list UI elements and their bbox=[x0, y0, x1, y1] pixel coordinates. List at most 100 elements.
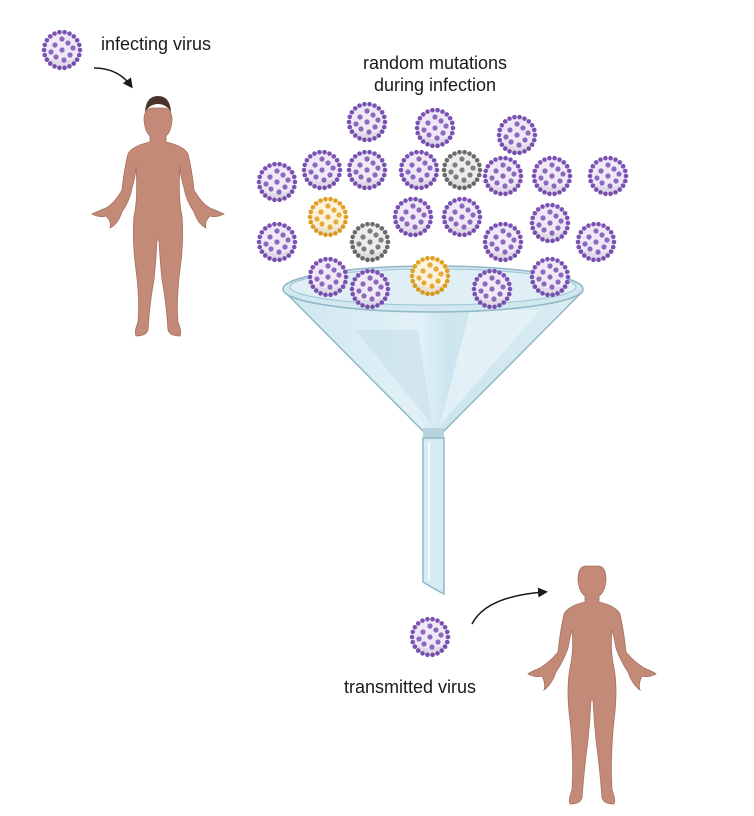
spike-protein bbox=[425, 109, 430, 114]
spike-protein bbox=[499, 122, 505, 128]
surface-protein bbox=[493, 234, 499, 240]
virus-shading bbox=[475, 291, 509, 308]
surface-protein bbox=[312, 162, 318, 168]
spike-protein bbox=[384, 244, 390, 250]
surface-protein bbox=[506, 232, 512, 238]
spike-protein bbox=[427, 219, 433, 225]
spike-protein bbox=[485, 229, 491, 235]
spike-protein bbox=[444, 629, 450, 635]
surface-protein bbox=[267, 174, 273, 180]
spike-protein bbox=[439, 621, 445, 626]
spike-protein bbox=[382, 119, 388, 125]
spike-protein bbox=[608, 191, 613, 197]
surface-protein bbox=[506, 166, 512, 172]
spike-protein bbox=[535, 207, 541, 212]
surface-protein bbox=[325, 203, 331, 209]
spike-protein bbox=[517, 150, 522, 156]
spike-protein bbox=[435, 651, 440, 656]
spike-protein bbox=[471, 154, 477, 159]
surface-protein bbox=[357, 114, 363, 120]
spike-protein bbox=[471, 228, 477, 233]
spike-protein bbox=[547, 155, 552, 161]
spike-protein bbox=[289, 249, 295, 255]
spike-protein bbox=[384, 291, 390, 297]
surface-protein bbox=[500, 162, 506, 168]
spike-protein bbox=[379, 273, 385, 278]
spike-protein bbox=[413, 196, 418, 202]
spike-protein bbox=[381, 124, 387, 130]
surface-protein bbox=[461, 177, 467, 183]
spike-protein bbox=[379, 177, 385, 183]
virus-shading bbox=[413, 639, 447, 656]
surface-protein bbox=[370, 160, 376, 166]
spike-protein bbox=[593, 187, 599, 192]
spike-protein bbox=[352, 106, 358, 111]
spike-protein bbox=[531, 173, 537, 179]
surface-protein bbox=[500, 173, 506, 179]
spike-protein bbox=[379, 226, 385, 231]
spike-protein bbox=[442, 219, 448, 225]
surface-protein bbox=[438, 118, 444, 124]
surface-protein bbox=[557, 178, 563, 184]
surface-protein bbox=[427, 273, 433, 279]
surface-protein bbox=[452, 162, 458, 168]
surface-protein bbox=[367, 275, 373, 281]
spike-protein bbox=[362, 101, 367, 107]
spike-protein bbox=[499, 142, 505, 148]
surface-protein bbox=[598, 168, 604, 174]
spike-protein bbox=[537, 160, 543, 165]
surface-protein bbox=[547, 220, 553, 226]
surface-protein bbox=[452, 209, 458, 215]
surface-protein bbox=[403, 209, 409, 215]
spike-protein bbox=[291, 174, 297, 180]
surface-protein bbox=[280, 232, 286, 238]
spike-protein bbox=[442, 172, 448, 178]
surface-protein bbox=[366, 129, 372, 135]
spike-protein bbox=[508, 190, 513, 195]
spike-protein bbox=[472, 291, 478, 297]
spike-protein bbox=[552, 191, 557, 197]
spike-protein bbox=[372, 184, 377, 189]
spike-protein bbox=[415, 287, 421, 292]
spike-protein bbox=[418, 231, 423, 236]
surface-protein bbox=[427, 165, 433, 171]
spike-protein bbox=[517, 234, 523, 240]
spike-protein bbox=[450, 125, 456, 131]
spike-protein bbox=[262, 193, 268, 198]
spike-protein bbox=[555, 237, 560, 242]
virus-shading bbox=[591, 178, 625, 195]
surface-protein bbox=[587, 246, 593, 252]
spike-protein bbox=[440, 109, 445, 114]
spike-protein bbox=[401, 157, 407, 163]
spike-protein bbox=[444, 278, 450, 284]
spike-protein bbox=[257, 244, 263, 250]
surface-protein bbox=[367, 239, 373, 245]
spike-protein bbox=[557, 190, 562, 195]
spike-protein bbox=[410, 629, 416, 635]
spike-protein bbox=[282, 256, 287, 261]
spike-protein bbox=[310, 224, 316, 230]
spike-protein bbox=[567, 173, 573, 179]
spike-protein bbox=[545, 292, 550, 298]
surface-protein bbox=[497, 291, 503, 297]
spike-protein bbox=[337, 288, 343, 293]
spike-protein bbox=[367, 149, 372, 155]
surface-protein bbox=[494, 180, 500, 186]
spike-protein bbox=[562, 264, 568, 270]
virus-particle-orange bbox=[409, 255, 451, 297]
spike-protein bbox=[412, 263, 418, 269]
spike-protein bbox=[331, 181, 337, 186]
spike-protein bbox=[74, 37, 80, 43]
virus-particle-wild bbox=[496, 114, 538, 156]
surface-protein bbox=[489, 241, 495, 247]
surface-protein bbox=[613, 178, 619, 184]
surface-protein bbox=[353, 169, 359, 175]
spike-protein bbox=[313, 201, 319, 206]
surface-protein bbox=[601, 244, 607, 250]
spike-protein bbox=[441, 214, 447, 220]
spike-protein bbox=[420, 618, 425, 623]
virus-shading bbox=[305, 172, 339, 189]
spike-protein bbox=[355, 226, 361, 231]
funnel-cone bbox=[283, 291, 584, 439]
surface-protein bbox=[319, 281, 325, 287]
